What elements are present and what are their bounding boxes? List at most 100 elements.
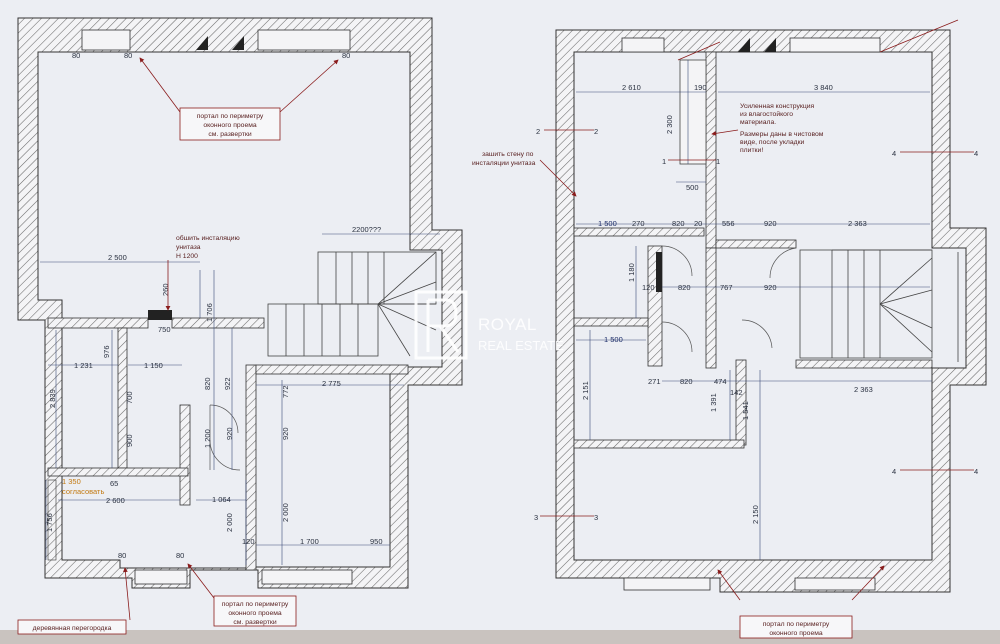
section-4b-right: 4 — [974, 467, 978, 476]
mark-ground-2: 80 — [124, 51, 132, 60]
dim-ground-15: 900 — [125, 434, 134, 447]
note-portal-top-3: см. развертки — [208, 131, 251, 138]
note-toilet-2: унитаза — [176, 244, 201, 251]
dim-ground-21: 1 064 — [212, 495, 231, 504]
dim-upper-22: 474 — [714, 377, 727, 386]
dim-ground-22: 2 000 — [225, 513, 234, 532]
dim-upper-7: 270 — [632, 219, 645, 228]
section-3-left: 3 — [534, 513, 538, 522]
dim-ground-1: 2 500 — [108, 253, 127, 262]
note-upper-portal-1: портал по периметру — [763, 621, 830, 628]
dim-ground-3: 260 — [161, 283, 170, 296]
dim-ground-10: 820 — [203, 377, 212, 390]
upper-floor-plan: 2 610 190 3 840 2 300 500 1 500 270 820 … — [472, 19, 987, 639]
section-4b-left: 4 — [892, 467, 896, 476]
dim-upper-18: 1 500 — [604, 335, 623, 344]
note-sew-wall-2: инсталяции унитаза — [472, 160, 536, 167]
dim-ground-26: 1 700 — [300, 537, 319, 546]
note-reinforced-1: Усиленная конструкция — [740, 103, 815, 110]
dim-upper-27: 2 150 — [751, 505, 760, 524]
note-partition: деревянная перегородка — [33, 625, 112, 632]
dim-upper-4: 2 300 — [665, 115, 674, 134]
dim-upper-5: 500 — [686, 183, 699, 192]
dim-upper-25: 1 391 — [709, 393, 718, 412]
dim-ground-11: 922 — [223, 377, 232, 390]
dim-ground-19: 65 — [110, 479, 118, 488]
dim-ground-23: 1 756 — [45, 513, 54, 532]
dim-ground-17: 920 — [225, 427, 234, 440]
dim-upper-2: 190 — [694, 83, 707, 92]
note-portal-bottom-2: оконного проема — [228, 610, 282, 617]
dim-upper-15: 820 — [678, 283, 691, 292]
dim-upper-9: 20 — [694, 219, 702, 228]
dim-upper-12: 2 363 — [848, 219, 867, 228]
section-2-left: 2 — [536, 127, 540, 136]
dim-upper-8: 820 — [672, 219, 685, 228]
dim-upper-14: 120 — [642, 283, 655, 292]
note-toilet-1: обшить инсталяцию — [176, 234, 240, 242]
note-reinforced-6: плитки! — [740, 147, 763, 154]
note-upper-portal-2: оконного проема — [769, 630, 823, 637]
note-portal-bottom-3: см. развертки — [233, 619, 276, 626]
ground-stair — [267, 251, 437, 357]
section-1-right: 1 — [716, 157, 720, 166]
watermark-line2: REAL ESTATE — [478, 338, 564, 353]
ground-floor-plan: 2 500 750 260 1 706 976 1 231 1 150 2 83… — [17, 17, 463, 635]
dim-upper-23: 142 — [730, 388, 743, 397]
note-agree: согласовать — [62, 487, 104, 496]
dim-upper-17: 920 — [764, 283, 777, 292]
dim-ground-18: 1 350 — [62, 477, 81, 486]
mark-ground-5: 80 — [176, 551, 184, 560]
dim-ground-5: 976 — [102, 345, 111, 358]
dim-ground-27: 950 — [370, 537, 383, 546]
dim-ground-14: 920 — [281, 427, 290, 440]
dim-upper-13: 1 180 — [627, 263, 636, 282]
section-4a-right: 4 — [974, 149, 978, 158]
dim-upper-3: 3 840 — [814, 83, 833, 92]
note-portal-bottom-1: портал по периметру — [222, 601, 289, 608]
dim-ground-13: 2 775 — [322, 379, 341, 388]
dim-upper-6: 1 500 — [598, 219, 617, 228]
note-sew-wall-1: зашить стену по — [482, 151, 534, 158]
dim-ground-24: 2 000 — [281, 503, 290, 522]
dim-upper-1: 2 610 — [622, 83, 641, 92]
note-reinforced-2: из влагостойкого — [740, 110, 793, 118]
section-3-right: 3 — [594, 513, 598, 522]
dim-ground-16: 1 200 — [203, 429, 212, 448]
dim-upper-11: 920 — [764, 219, 777, 228]
dim-ground-20: 2 600 — [106, 496, 125, 505]
royal-watermark: ROYAL REAL ESTATE — [414, 290, 564, 360]
dim-ground-25: 120 — [242, 537, 255, 546]
dim-ground-9: 700 — [125, 391, 134, 404]
dim-upper-10: 556 — [722, 219, 735, 228]
dim-ground-6: 1 231 — [74, 361, 93, 370]
section-4a-left: 4 — [892, 149, 896, 158]
mark-ground-1: 80 — [72, 51, 80, 60]
dim-upper-20: 271 — [648, 377, 661, 386]
note-portal-top-1: портал по периметру — [197, 113, 264, 120]
mark-ground-3: 80 — [342, 51, 350, 60]
dim-upper-26: 1 541 — [741, 401, 750, 420]
mark-ground-4: 80 — [118, 551, 126, 560]
section-2-right: 2 — [594, 127, 598, 136]
dim-upper-21: 820 — [680, 377, 693, 386]
watermark-line1: ROYAL — [478, 315, 537, 334]
dim-ground-12: 772 — [281, 385, 290, 398]
note-portal-top-2: оконного проема — [203, 122, 257, 129]
section-1-left: 1 — [662, 157, 666, 166]
dim-upper-24: 2 363 — [854, 385, 873, 394]
dim-ground-7: 1 150 — [144, 361, 163, 370]
dim-ground-4: 1 706 — [205, 303, 214, 322]
dim-ground-2: 750 — [158, 325, 171, 334]
note-toilet-3: Н 1200 — [176, 253, 198, 260]
dim-ground-question: 2200??? — [352, 225, 381, 234]
upper-stair — [799, 249, 959, 362]
dim-upper-19: 2 151 — [581, 381, 590, 400]
dim-upper-16: 767 — [720, 283, 733, 292]
note-reinforced-5: виде, после укладки — [740, 139, 805, 146]
note-reinforced-4: Размеры даны в чистовом — [740, 131, 824, 138]
dim-ground-8: 2 839 — [48, 389, 57, 408]
note-reinforced-3: материала. — [740, 119, 776, 126]
